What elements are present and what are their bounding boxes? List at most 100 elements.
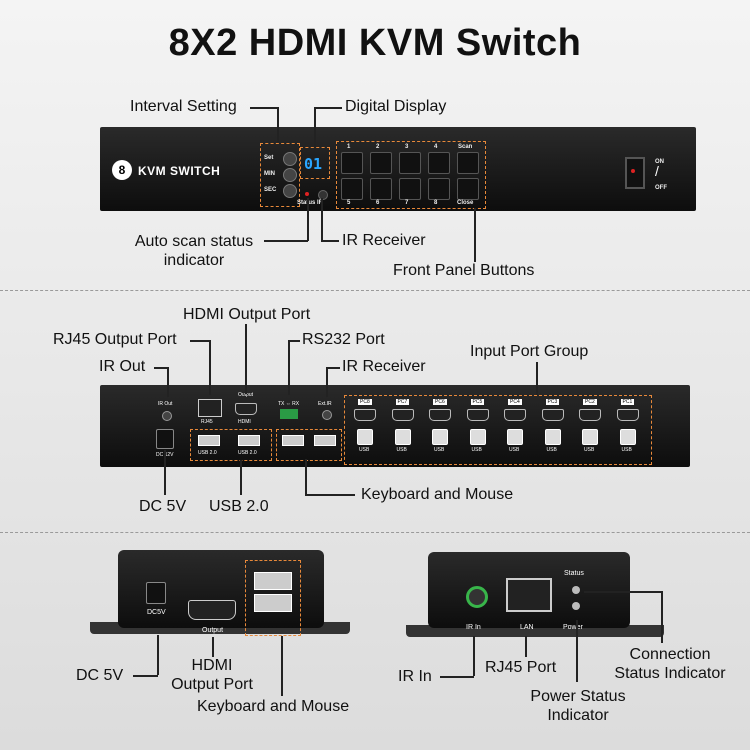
btn-label-close: Close	[457, 200, 474, 206]
pc-usb-text: USB	[434, 447, 445, 453]
rj45-port[interactable]	[198, 399, 222, 417]
label-hdmi-output: HDMI Output Port	[183, 306, 311, 323]
connector-conn-v	[661, 591, 663, 643]
label-input-group: Input Port Group	[470, 343, 589, 360]
ext-ir-text: Ext.IR	[318, 401, 332, 407]
buttons-box	[336, 141, 486, 209]
rx-keyboard-port[interactable]	[254, 572, 292, 590]
rx-dc-jack[interactable]	[146, 582, 166, 604]
connector-rj45-v	[209, 340, 211, 395]
rx-output-text: Output	[202, 627, 224, 634]
label-dc-5v-rear: DC 5V	[139, 498, 187, 515]
pc-usb-port[interactable]	[544, 429, 561, 445]
connector-tx-ir-h	[440, 676, 474, 678]
pc-usb-text: USB	[509, 447, 520, 453]
sec-knob[interactable]	[283, 184, 297, 198]
button-2[interactable]	[370, 152, 392, 174]
pc-label: PC4	[508, 399, 522, 405]
button-1[interactable]	[341, 152, 363, 174]
button-8[interactable]	[428, 178, 450, 200]
tx-power-led	[572, 602, 580, 610]
tx-status-led	[572, 586, 580, 594]
connector-conn-h	[584, 591, 662, 593]
label-rx-km: Keyboard and Mouse	[197, 698, 350, 715]
pc-usb-port[interactable]	[619, 429, 636, 445]
button-7[interactable]	[399, 178, 421, 200]
pc-label: PC6	[433, 399, 447, 405]
pc-label: PC8	[358, 399, 372, 405]
connector-autoscan-h	[264, 240, 308, 242]
rx-hdmi-port[interactable]	[188, 600, 236, 620]
digital-display: 01	[304, 155, 323, 173]
keyboard-usb-port[interactable]	[282, 435, 304, 446]
connector-km-h	[305, 494, 355, 496]
min-knob[interactable]	[283, 168, 297, 182]
pc-usb-port[interactable]	[394, 429, 411, 445]
pc-hdmi-port[interactable]	[579, 409, 601, 421]
close-button[interactable]	[457, 178, 479, 200]
button-4[interactable]	[428, 152, 450, 174]
label-digital-display: Digital Display	[345, 98, 447, 115]
pc-hdmi-port[interactable]	[391, 409, 414, 421]
pc-hdmi-port[interactable]	[354, 409, 376, 421]
pc-usb-port[interactable]	[432, 429, 448, 445]
pc-usb-port[interactable]	[469, 429, 486, 445]
usb-output-2[interactable]	[238, 435, 260, 446]
connector-ir-rx-h	[326, 367, 340, 369]
knob-set-label: Set	[264, 155, 274, 161]
interval-knobs-box	[260, 143, 300, 207]
ext-ir-jack	[322, 410, 332, 420]
pc-usb-port[interactable]	[582, 429, 598, 445]
kvm-logo: 8	[112, 160, 132, 180]
status-led	[305, 192, 309, 196]
pc-usb-text: USB	[621, 447, 632, 453]
tx-lan-port[interactable]	[506, 578, 552, 612]
btn-label-5: 5	[347, 200, 351, 206]
ir-receiver	[318, 190, 328, 200]
pc-hdmi-port[interactable]	[429, 409, 451, 421]
knob-min-label: MIN	[264, 171, 275, 177]
mouse-usb-port[interactable]	[314, 435, 336, 446]
button-5[interactable]	[341, 178, 363, 200]
connector-rx-dc-h	[133, 675, 158, 677]
knob-sec-label: SEC	[264, 187, 277, 193]
btn-label-4: 4	[434, 144, 438, 150]
tx-power-text: Power	[563, 624, 583, 631]
pc-hdmi-port[interactable]	[504, 409, 526, 421]
label-tx-rj45: RJ45 Port	[485, 659, 557, 676]
hdmi-output-port[interactable]	[235, 403, 257, 415]
connector-hdmi-out	[245, 324, 247, 394]
pc-hdmi-port[interactable]	[466, 409, 489, 421]
power-switch[interactable]	[625, 157, 645, 189]
connector-ir-h	[321, 240, 339, 242]
btn-label-8: 8	[434, 200, 438, 206]
power-slash: /	[655, 163, 659, 179]
tx-mount-ear	[406, 625, 664, 637]
rs232-port[interactable]	[280, 409, 298, 419]
pc-usb-port[interactable]	[507, 429, 523, 445]
label-rj45-output: RJ45 Output Port	[53, 331, 177, 348]
pc-hdmi-port[interactable]	[616, 409, 639, 421]
label-rs232: RS232 Port	[302, 331, 385, 348]
rx-mouse-port[interactable]	[254, 594, 292, 612]
tx-ir-in-jack[interactable]	[466, 586, 488, 608]
connector-usb-v	[240, 460, 242, 495]
button-3[interactable]	[399, 152, 421, 174]
usb-output-1[interactable]	[198, 435, 220, 446]
scan-button[interactable]	[457, 152, 479, 174]
connector-inputs-h	[536, 362, 538, 395]
dc-12v-jack[interactable]	[156, 429, 174, 449]
button-6[interactable]	[370, 178, 392, 200]
pc-hdmi-port[interactable]	[541, 409, 564, 421]
set-knob[interactable]	[283, 152, 297, 166]
rx-km-box	[245, 560, 301, 636]
label-rx-dc: DC 5V	[76, 667, 124, 684]
pc-usb-text: USB	[471, 447, 482, 453]
status-ir-label: Status IR	[297, 200, 324, 206]
pc-usb-port[interactable]	[357, 429, 373, 445]
